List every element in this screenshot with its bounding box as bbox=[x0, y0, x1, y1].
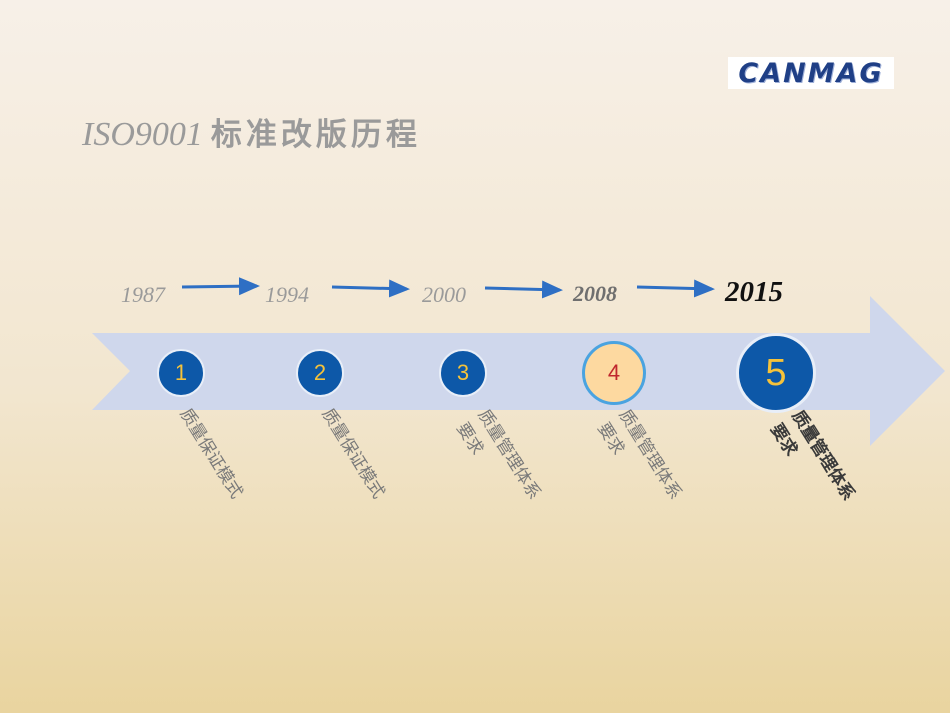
timeline-node-5: 5 bbox=[736, 333, 816, 413]
timeline-node-4: 4 bbox=[582, 341, 646, 405]
connector-arrow-2 bbox=[331, 279, 410, 298]
year-2015: 2015 bbox=[725, 276, 783, 308]
connector-arrow-1 bbox=[181, 277, 260, 296]
year-2000: 2000 bbox=[422, 282, 466, 307]
timeline-node-3: 3 bbox=[439, 349, 487, 397]
year-1994: 1994 bbox=[265, 282, 309, 307]
title-standard-code: ISO9001 bbox=[82, 116, 203, 153]
year-1987: 1987 bbox=[121, 282, 165, 307]
timeline-node-1: 1 bbox=[157, 349, 205, 397]
node-number: 1 bbox=[174, 360, 188, 385]
connector-arrow-4 bbox=[636, 279, 715, 298]
timeline-arrow-band bbox=[92, 296, 945, 446]
canmag-logo: CANMAG bbox=[728, 57, 894, 89]
node-number: 5 bbox=[765, 351, 787, 394]
logo-text: CANMAG bbox=[738, 57, 884, 89]
connector-arrow-3 bbox=[484, 280, 563, 299]
node-number: 4 bbox=[607, 360, 621, 385]
title-heading-text: 标准改版历程 bbox=[210, 117, 421, 153]
node-number: 2 bbox=[313, 360, 327, 385]
year-2008: 2008 bbox=[573, 281, 617, 306]
node-number: 3 bbox=[456, 360, 470, 385]
timeline-node-2: 2 bbox=[296, 349, 344, 397]
